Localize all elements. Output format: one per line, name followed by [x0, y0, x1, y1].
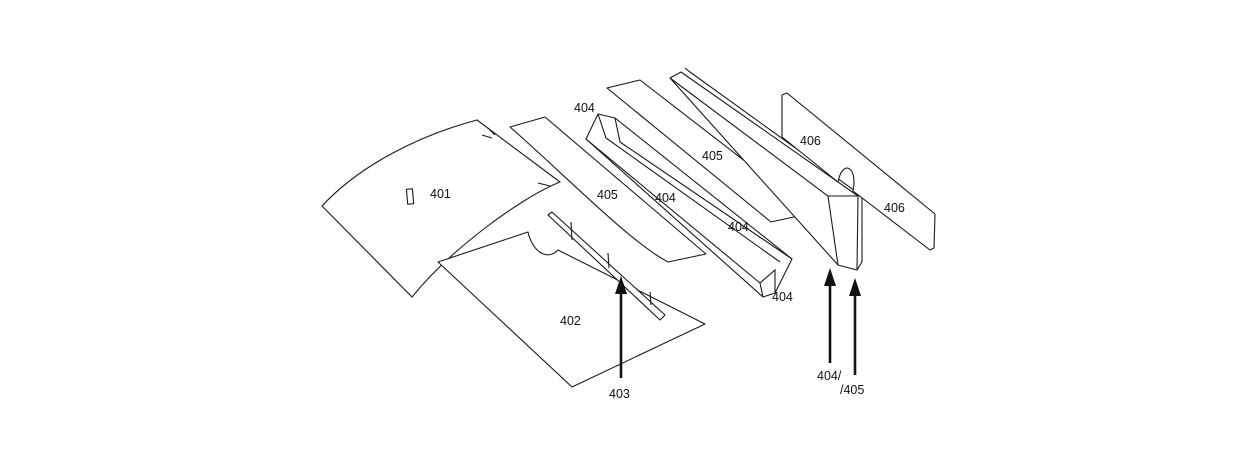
panel-406 [781, 92, 936, 251]
arrow-404 [824, 268, 836, 363]
panel-402 [437, 231, 706, 388]
label-404-combo: 404/ [817, 369, 842, 383]
strip-405-left [509, 116, 707, 263]
label-404-mid: 404 [655, 191, 676, 205]
label-403: 403 [609, 387, 630, 401]
arrow-405 [849, 278, 861, 375]
label-404-top: 404 [574, 101, 595, 115]
label-404-mid2: 404 [728, 220, 749, 234]
arrow-403 [615, 276, 627, 378]
label-405-left: 405 [597, 188, 618, 202]
label-406-bottom: 406 [884, 201, 905, 215]
label-406-top: 406 [800, 134, 821, 148]
label-401: 401 [430, 187, 451, 201]
label-402: 402 [560, 314, 581, 328]
label-405-right: 405 [702, 149, 723, 163]
label-404-bottom: 404 [772, 290, 793, 304]
label-405-combo: /405 [840, 383, 864, 397]
channel-404 [585, 113, 793, 298]
